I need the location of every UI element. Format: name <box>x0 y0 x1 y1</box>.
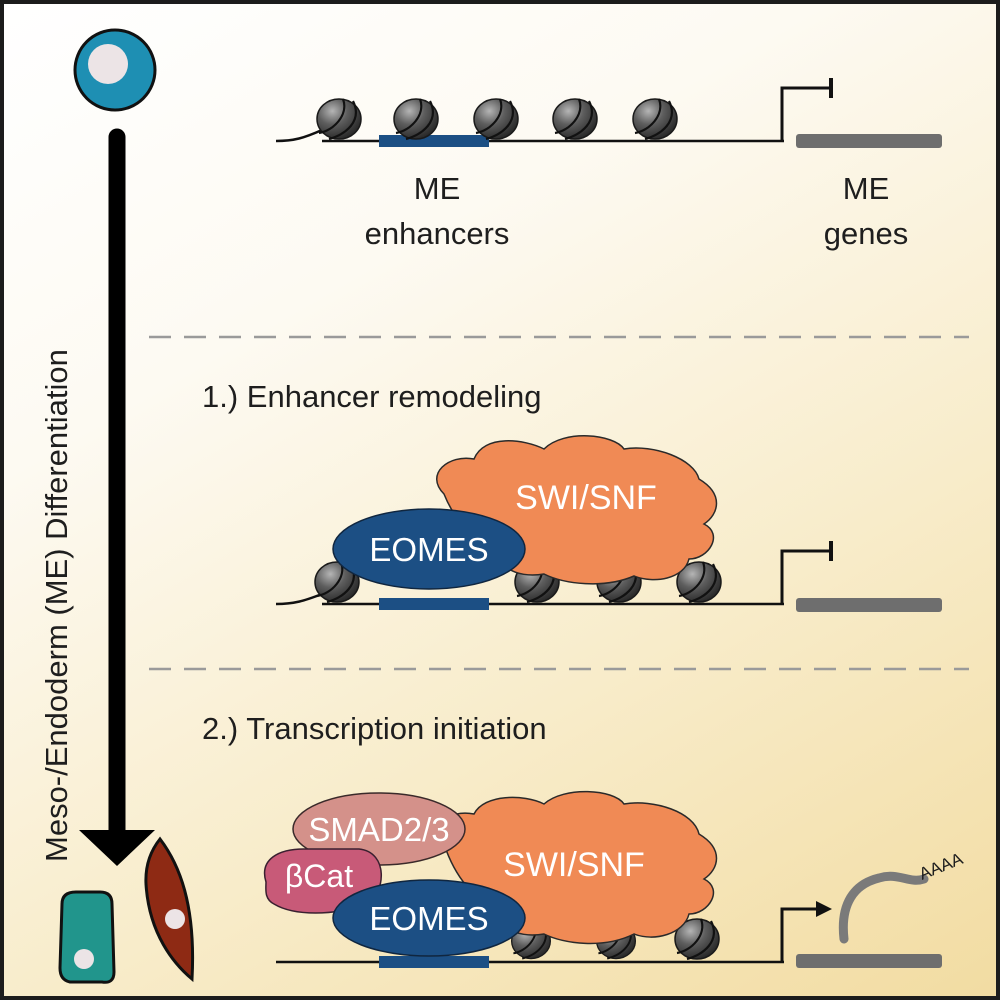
nucleosome <box>472 97 520 141</box>
enhancer-label-line2: enhancers <box>365 216 510 251</box>
mesoderm-cell-nucleus <box>165 909 185 929</box>
panel-enhancer-remodeling: 1.) Enhancer remodeling SWI/SNF EOMES <box>202 379 942 612</box>
eomes-label: EOMES <box>369 531 488 568</box>
gene-label-line2: genes <box>824 216 908 251</box>
mesoderm-cell <box>144 836 195 983</box>
repressed-promoter-icon <box>780 541 833 604</box>
stem-cell-nucleus <box>88 44 128 84</box>
gene-body <box>796 954 942 968</box>
nucleosome <box>631 97 679 141</box>
nucleosome <box>315 97 363 141</box>
gene-label-line1: ME <box>843 171 890 206</box>
smad23-label: SMAD2/3 <box>308 811 449 848</box>
differentiation-axis-label: Meso-/Endoderm (ME) Differentiation <box>39 349 74 862</box>
endoderm-cell-nucleus <box>74 949 94 969</box>
differentiation-arrow <box>79 128 155 866</box>
panel-baseline: ME enhancers ME genes <box>275 78 942 251</box>
repressed-promoter-icon <box>780 78 833 141</box>
active-promoter-arrow-icon <box>780 901 832 962</box>
gene-body <box>796 598 942 612</box>
gene-body <box>796 134 942 148</box>
endoderm-cell <box>58 890 116 984</box>
panel-transcription-initiation: 2.) Transcription initiation SWI/SNF SMA… <box>202 711 966 968</box>
stem-cell <box>73 28 157 112</box>
eomes-factor <box>332 879 526 957</box>
endoderm-cell-body <box>58 890 116 984</box>
swisnf-label: SWI/SNF <box>515 479 657 517</box>
nucleosome <box>392 97 440 141</box>
enhancer-region <box>379 135 489 147</box>
mesoderm-cell-body <box>144 836 195 983</box>
mrna-transcript <box>838 871 929 944</box>
eomes-factor <box>332 508 526 590</box>
enhancer-region <box>379 598 489 610</box>
polya-tail-label: AAAA <box>916 849 966 884</box>
step1-title: 1.) Enhancer remodeling <box>202 379 541 414</box>
nucleosome <box>551 97 599 141</box>
enhancer-region <box>379 956 489 968</box>
step2-title: 2.) Transcription initiation <box>202 711 547 746</box>
beta-catenin-label: βCat <box>285 858 353 894</box>
eomes-label: EOMES <box>369 900 488 937</box>
swisnf-label: SWI/SNF <box>503 846 645 884</box>
diagram-canvas: Meso-/Endoderm (ME) Differentiation ME e… <box>39 28 969 984</box>
enhancer-label-line1: ME <box>414 171 461 206</box>
